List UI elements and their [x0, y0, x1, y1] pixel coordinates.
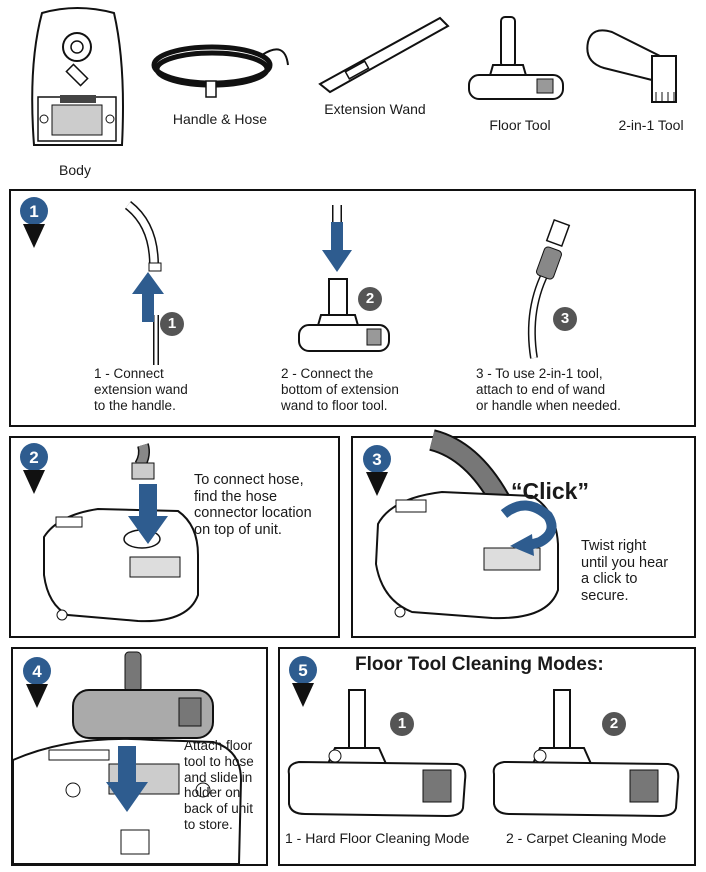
step-1-up-arrow-icon	[132, 272, 164, 322]
click-label: “Click”	[511, 478, 589, 504]
substep-2-text: 2 - Connect the bottom of extension wand…	[281, 366, 399, 413]
step-1-wand-handle-illustration	[124, 201, 162, 365]
step-2-badge-icon: 2	[20, 443, 48, 494]
step-1-panel	[9, 189, 696, 427]
hose-illustration	[151, 44, 289, 98]
mode-2-label: 2 - Carpet Cleaning Mode	[506, 830, 667, 846]
substep-1-text: 1 - Connect extension wand to the handle…	[94, 366, 188, 413]
step-1-badge-icon: 1	[20, 197, 48, 248]
svg-text:2: 2	[29, 448, 38, 467]
step-3-text: Twist right until you hear a click to se…	[581, 538, 669, 604]
mode-1-floor-tool-illustration	[287, 689, 467, 818]
part-label-body: Body	[59, 162, 91, 178]
substep-1-number: 1	[160, 312, 184, 336]
mode-1-number: 1	[390, 712, 414, 736]
step-5-badge-icon: 5	[289, 656, 317, 707]
step-5-title: Floor Tool Cleaning Modes:	[355, 654, 604, 675]
step-3-badge-icon: 3	[363, 445, 391, 496]
substep-3-number: 3	[553, 307, 577, 331]
svg-text:3: 3	[372, 450, 381, 469]
svg-text:5: 5	[298, 661, 307, 680]
step-2-down-arrow-icon	[128, 484, 168, 544]
vacuum-body-illustration	[31, 7, 124, 146]
step-1-down-arrow-icon	[322, 222, 352, 272]
substep-3-text: 3 - To use 2-in-1 tool, attach to end of…	[476, 366, 621, 413]
svg-text:4: 4	[32, 662, 42, 681]
step-4-badge-icon: 4	[23, 657, 51, 708]
step-4-down-arrow-icon	[106, 746, 148, 812]
step-4-text: Attach floor tool to hose and slide in h…	[184, 738, 254, 832]
mode-2-number: 2	[602, 712, 626, 736]
part-label-2in1-tool: 2-in-1 Tool	[618, 117, 684, 133]
svg-text:1: 1	[29, 202, 38, 221]
step-2-vacuum-top-illustration	[43, 443, 199, 623]
mode-2-floor-tool-illustration	[492, 689, 680, 818]
floor-tool-illustration	[468, 16, 564, 100]
mode-1-label: 1 - Hard Floor Cleaning Mode	[285, 830, 470, 846]
substep-2-number: 2	[358, 287, 382, 311]
step-1-2in1-on-wand-illustration	[527, 218, 571, 359]
part-label-hose: Handle & Hose	[172, 111, 268, 127]
step-2-text: To connect hose, find the hose connector…	[194, 472, 312, 538]
step-3-vacuum-twist-illustration	[374, 429, 559, 620]
part-label-wand: Extension Wand	[324, 101, 426, 117]
step-3-twist-arrow-icon	[500, 500, 557, 556]
extension-wand-illustration	[318, 16, 450, 94]
two-in-one-tool-illustration	[586, 29, 677, 103]
part-label-floor-tool: Floor Tool	[489, 117, 551, 133]
